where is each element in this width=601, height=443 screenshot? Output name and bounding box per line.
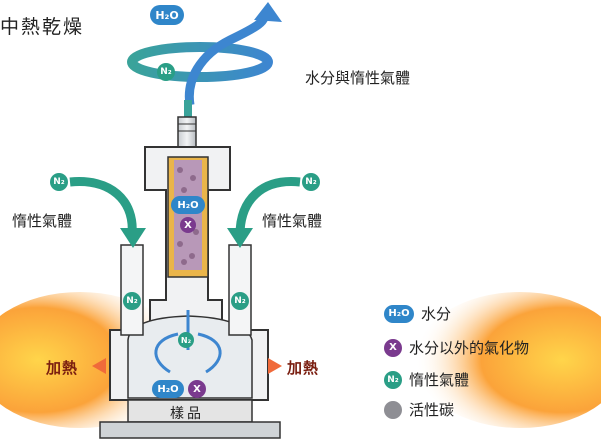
legend-label: 惰性氣體 xyxy=(409,371,470,389)
inert-gas-icon: N₂ xyxy=(157,63,175,81)
water-molecule-icon: H₂O xyxy=(152,380,184,398)
legend-item-water: H₂O 水分 xyxy=(384,303,451,324)
heat-zone-right xyxy=(415,292,601,428)
heat-label-left: 加熱 xyxy=(46,359,79,377)
outlet-nozzle xyxy=(177,116,197,148)
legend-item-other-compound: X 水分以外的氣化物 xyxy=(384,337,529,358)
activated-carbon-icon xyxy=(384,400,402,419)
legend-label: 水分 xyxy=(421,305,452,323)
other-compound-icon: X xyxy=(384,338,402,357)
inert-gas-label-left: 惰性氣體 xyxy=(12,212,73,230)
water-molecule-icon: H₂O xyxy=(171,196,205,214)
heat-direction-arrows xyxy=(92,358,282,374)
water-molecule-icon: H₂O xyxy=(150,5,184,25)
legend-label: 活性碳 xyxy=(409,401,455,419)
inert-gas-icon: N₂ xyxy=(123,292,141,310)
inert-gas-arrow-left xyxy=(69,177,137,236)
exhaust-swirl-arrow xyxy=(127,2,282,118)
vessel-base xyxy=(99,421,281,439)
inert-gas-arrow-right xyxy=(235,177,301,236)
legend-item-activated-carbon: 活性碳 xyxy=(384,399,454,420)
diagram-title: 中熱乾燥 xyxy=(0,16,85,38)
heat-label-right: 加熱 xyxy=(287,359,320,377)
other-compound-icon: X xyxy=(188,380,206,398)
inlet-tube-left xyxy=(120,244,144,336)
other-compound-icon: X xyxy=(180,217,196,233)
carbon-bed xyxy=(174,160,202,270)
inert-gas-label-right: 惰性氣體 xyxy=(262,212,323,230)
vapor-out-label: 水分與惰性氣體 xyxy=(305,69,411,87)
water-molecule-icon: H₂O xyxy=(384,304,414,323)
legend-label: 水分以外的氣化物 xyxy=(409,339,530,357)
inlet-tube-right xyxy=(228,244,252,336)
carbon-particles xyxy=(177,167,199,265)
legend-item-inert-gas: N₂ 惰性氣體 xyxy=(384,369,469,390)
inert-gas-icon: N₂ xyxy=(384,370,402,389)
inert-gas-icon: N₂ xyxy=(178,332,194,348)
inert-gas-icon: N₂ xyxy=(302,173,320,191)
inert-gas-icon: N₂ xyxy=(231,292,249,310)
sample-label: 樣品 xyxy=(170,406,204,422)
inert-gas-icon: N₂ xyxy=(50,173,68,191)
